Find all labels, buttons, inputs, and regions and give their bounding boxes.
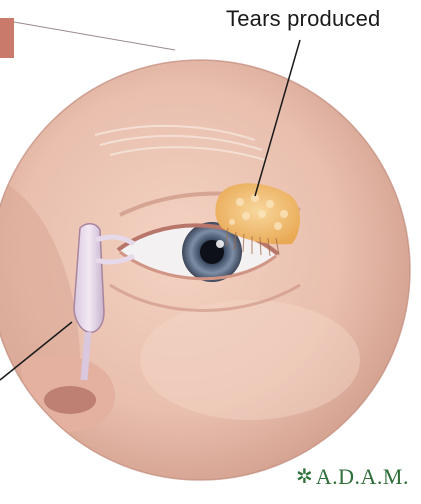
magnified-circle <box>0 60 410 499</box>
tears-produced-label: Tears produced <box>226 6 380 32</box>
brand-name: A.D.A.M. <box>316 466 409 488</box>
cropped-photo-edge <box>0 18 14 58</box>
adam-logo: ✲ A.D.A.M. <box>296 466 409 488</box>
connector-line <box>14 22 175 50</box>
plant-sprig-icon: ✲ <box>296 467 313 487</box>
